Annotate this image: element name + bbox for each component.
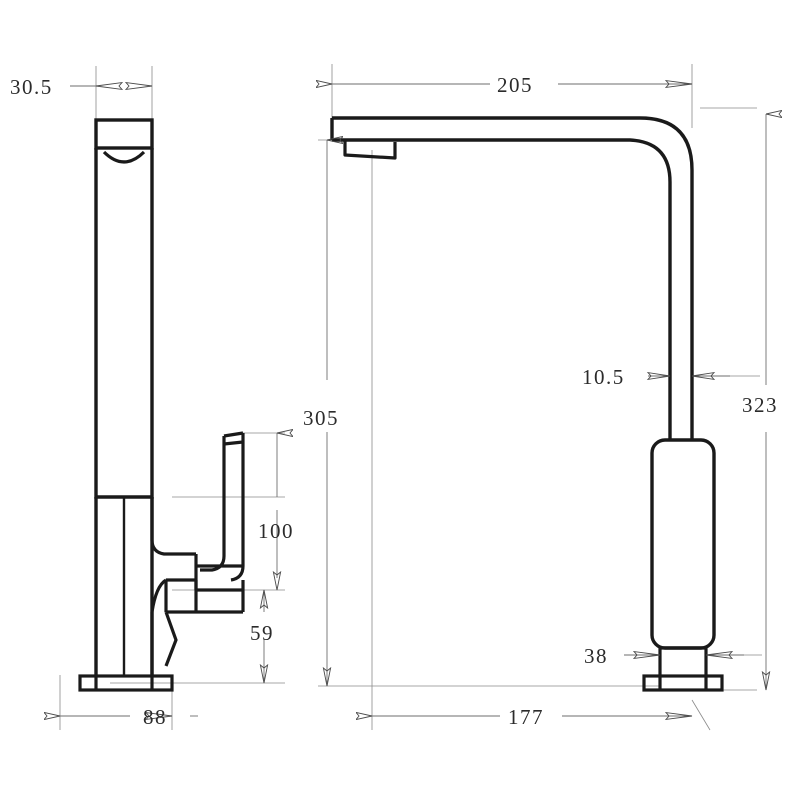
dimension-label-305: 305 (303, 406, 339, 430)
dimension-label-30-5: 30.5 (10, 75, 53, 99)
dimension-label-88: 88 (143, 705, 167, 729)
dimension-label-177: 177 (508, 705, 544, 729)
side-view-body (650, 438, 716, 650)
side-view: 205 (303, 64, 778, 731)
side-view-base-flange (642, 674, 724, 692)
dimension-label-323: 323 (742, 393, 778, 417)
dimension-label-10-5: 10.5 (582, 365, 625, 389)
front-view-base-flange (78, 674, 174, 692)
dimension-30-5: 30.5 (10, 75, 153, 99)
front-view-handle-hub (164, 564, 245, 614)
front-view-handle (200, 431, 245, 582)
side-view-aerator (343, 140, 397, 160)
front-view: 30.5 (10, 66, 294, 730)
dimension-label-38: 38 (584, 644, 608, 668)
dimension-177: 177 (372, 705, 693, 729)
front-view-aerator (102, 150, 146, 164)
dimension-label-205: 205 (497, 73, 533, 97)
dimension-100: 100 (258, 433, 294, 591)
dimension-label-100: 100 (258, 519, 294, 543)
dimension-305: 305 (303, 140, 339, 687)
side-view-outline (330, 116, 694, 440)
dimension-38: 38 (584, 644, 744, 668)
dimension-59: 59 (250, 589, 274, 684)
dimension-323: 323 (742, 114, 778, 691)
side-view-collar (658, 646, 708, 676)
side-view-extension-lines (318, 64, 762, 731)
front-view-body-shoulder (150, 497, 198, 566)
dimension-10-5: 10.5 (582, 365, 730, 389)
dimension-205: 205 (332, 73, 693, 97)
front-view-neck (150, 578, 178, 676)
dimension-88: 88 (60, 705, 198, 729)
dimension-label-59: 59 (250, 621, 274, 645)
